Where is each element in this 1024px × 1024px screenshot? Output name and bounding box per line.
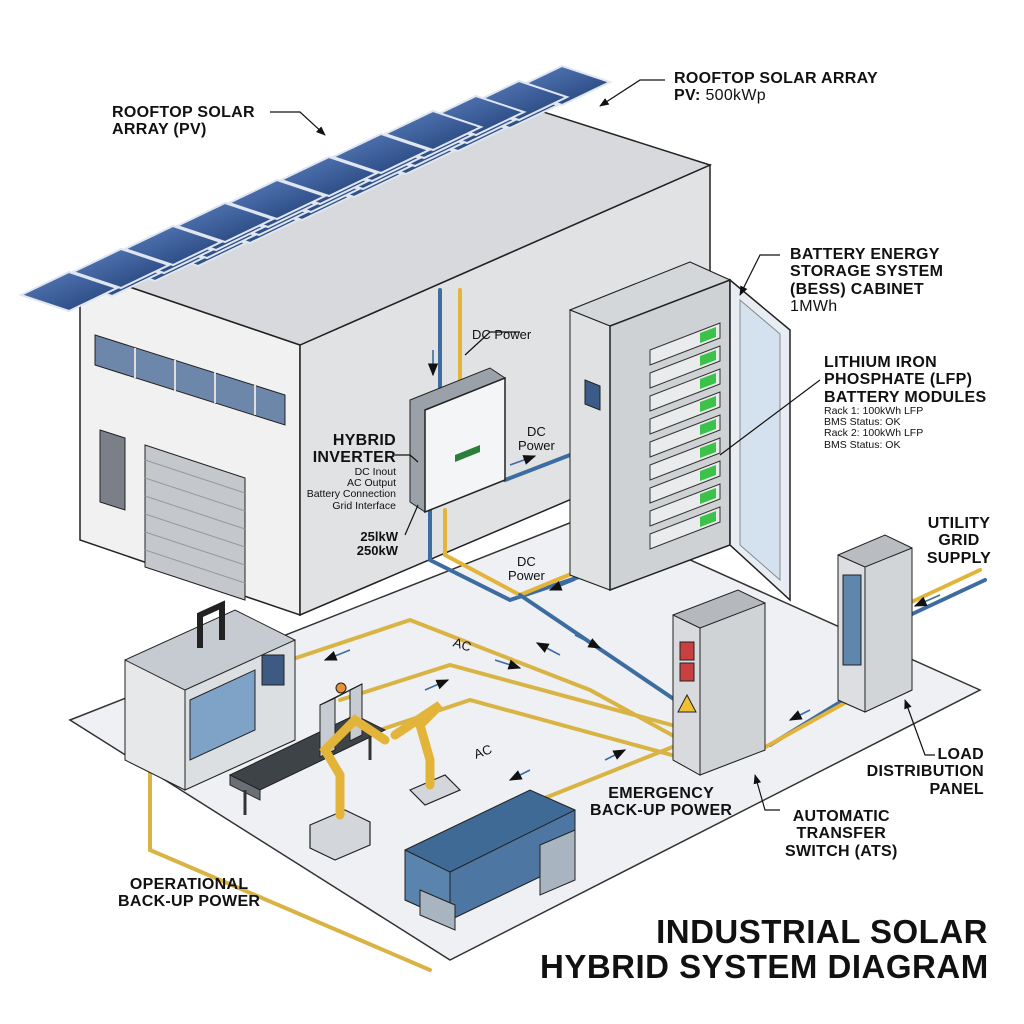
diagram-title: INDUSTRIAL SOLAR HYBRID SYSTEM DIAGRAM <box>540 913 989 985</box>
label-line: LITHIUM IRON <box>824 354 937 371</box>
label-line: ROOFTOP SOLAR ARRAY <box>674 70 878 87</box>
label-operational-backup: OPERATIONAL BACK-UP POWER <box>118 876 260 911</box>
label-line: EMERGENCY <box>608 785 715 802</box>
rack1-bms-status: BMS Status: OK <box>824 416 901 429</box>
label-line: OPERATIONAL <box>129 876 249 893</box>
power-cables <box>148 288 987 972</box>
label-line: BACK-UP POWER <box>590 802 733 820</box>
inverter-port-ac-output: AC Output <box>346 476 396 489</box>
solar-panel <box>70 247 172 290</box>
solar-panel <box>382 109 484 152</box>
label-line: BATTERY ENERGY <box>790 246 940 263</box>
battery-status-indicator <box>700 373 716 389</box>
label-line: UTILITY <box>927 515 991 532</box>
inverter-port-battery: Battery Connection <box>306 488 396 501</box>
title-line-1: INDUSTRIAL SOLAR <box>656 913 988 950</box>
inverter-port-grid: Grid Interface <box>332 499 396 512</box>
rack2-capacity: Rack 2: 100kWh LFP <box>824 427 924 440</box>
label-pv-value: 500kWp <box>705 87 766 105</box>
label-line: 25lkW <box>360 529 398 544</box>
label-line: HYBRID <box>332 432 396 449</box>
label-bess: BATTERY ENERGY STORAGE SYSTEM (BESS) CAB… <box>790 246 943 315</box>
lathe-machine <box>404 789 576 931</box>
battery-status-indicator <box>700 511 716 527</box>
label-line: PANEL <box>929 780 984 798</box>
label-line: BATTERY MODULES <box>824 388 987 406</box>
utility-panel <box>837 534 913 713</box>
robot-arms <box>309 701 462 861</box>
label-inverter-rating: 25lkW 250kW <box>330 529 398 559</box>
label-line: DC <box>517 554 536 569</box>
cnc-machine <box>124 600 296 791</box>
label-emergency-backup: EMERGENCY BACK-UP POWER <box>590 785 732 820</box>
label-line: INVERTER <box>312 449 396 467</box>
label-line: Power <box>508 568 545 584</box>
label-dc-power-low: DC Power <box>508 554 545 584</box>
label-lfp-modules: LITHIUM IRON PHOSPHATE (LFP) BATTERY MOD… <box>824 354 986 451</box>
label-dc-power-top: DC Power <box>472 327 532 342</box>
label-line: DC <box>527 424 546 439</box>
label-line: Power <box>518 438 555 454</box>
flow-arrows <box>323 350 941 781</box>
label-pv-prefix: PV: <box>674 87 701 105</box>
solar-panel <box>18 270 120 313</box>
label-hybrid-inverter: HYBRID INVERTER DC Inout AC Output Batte… <box>300 432 396 512</box>
battery-status-indicator <box>700 465 716 481</box>
bess-capacity: 1MWh <box>790 297 838 315</box>
label-line: SUPPLY <box>926 549 992 567</box>
battery-status-indicator <box>700 419 716 435</box>
label-line: SWITCH (ATS) <box>785 842 898 860</box>
label-line: BACK-UP POWER <box>118 893 261 911</box>
battery-status-indicator <box>700 327 716 343</box>
label-line: PHOSPHATE (LFP) <box>824 371 973 389</box>
label-load-distribution: LOAD DISTRIBUTION PANEL <box>860 746 984 798</box>
label-line: STORAGE SYSTEM <box>790 263 944 281</box>
leader-lines <box>270 79 935 811</box>
title-line-2: HYBRID SYSTEM DIAGRAM <box>540 947 989 985</box>
inverter-port-dc-input: DC Inout <box>354 465 396 478</box>
label-rooftop-solar-right: ROOFTOP SOLAR ARRAY PV: 500kWp <box>674 70 878 105</box>
rack2-bms-status: BMS Status: OK <box>824 438 901 451</box>
rack1-capacity: Rack 1: 100kWh LFP <box>824 404 924 417</box>
battery-status-indicator <box>700 488 716 504</box>
label-line: ARRAY (PV) <box>112 121 207 139</box>
label-line: ROOFTOP SOLAR <box>112 104 255 121</box>
battery-status-indicator <box>700 396 716 412</box>
label-line: GRID <box>938 532 980 550</box>
label-ats: AUTOMATIC TRANSFER SWITCH (ATS) <box>785 808 898 860</box>
solar-panel <box>330 132 432 175</box>
solar-panel <box>174 201 276 244</box>
label-dc-power-mid: DC Power <box>518 424 555 454</box>
solar-panel <box>278 155 380 198</box>
label-line: LOAD <box>937 746 984 763</box>
battery-status-indicator <box>700 442 716 458</box>
label-rooftop-solar-left: ROOFTOP SOLAR ARRAY (PV) <box>112 104 255 139</box>
label-line: 250kW <box>356 543 398 559</box>
label-line: AUTOMATIC <box>792 808 890 825</box>
label-line: TRANSFER <box>796 825 887 843</box>
solar-panel <box>226 178 328 221</box>
label-utility-grid: UTILITY GRID SUPPLY <box>920 515 998 567</box>
battery-status-indicator <box>700 350 716 366</box>
hybrid-inverter <box>409 367 506 514</box>
label-line: (BESS) CABINET <box>790 280 924 298</box>
ats-cabinet <box>672 589 766 776</box>
label-line: DISTRIBUTION <box>866 763 984 781</box>
rooftop-solar-panels <box>18 64 613 313</box>
solar-panel <box>122 224 224 267</box>
bess-cabinet <box>568 261 791 602</box>
